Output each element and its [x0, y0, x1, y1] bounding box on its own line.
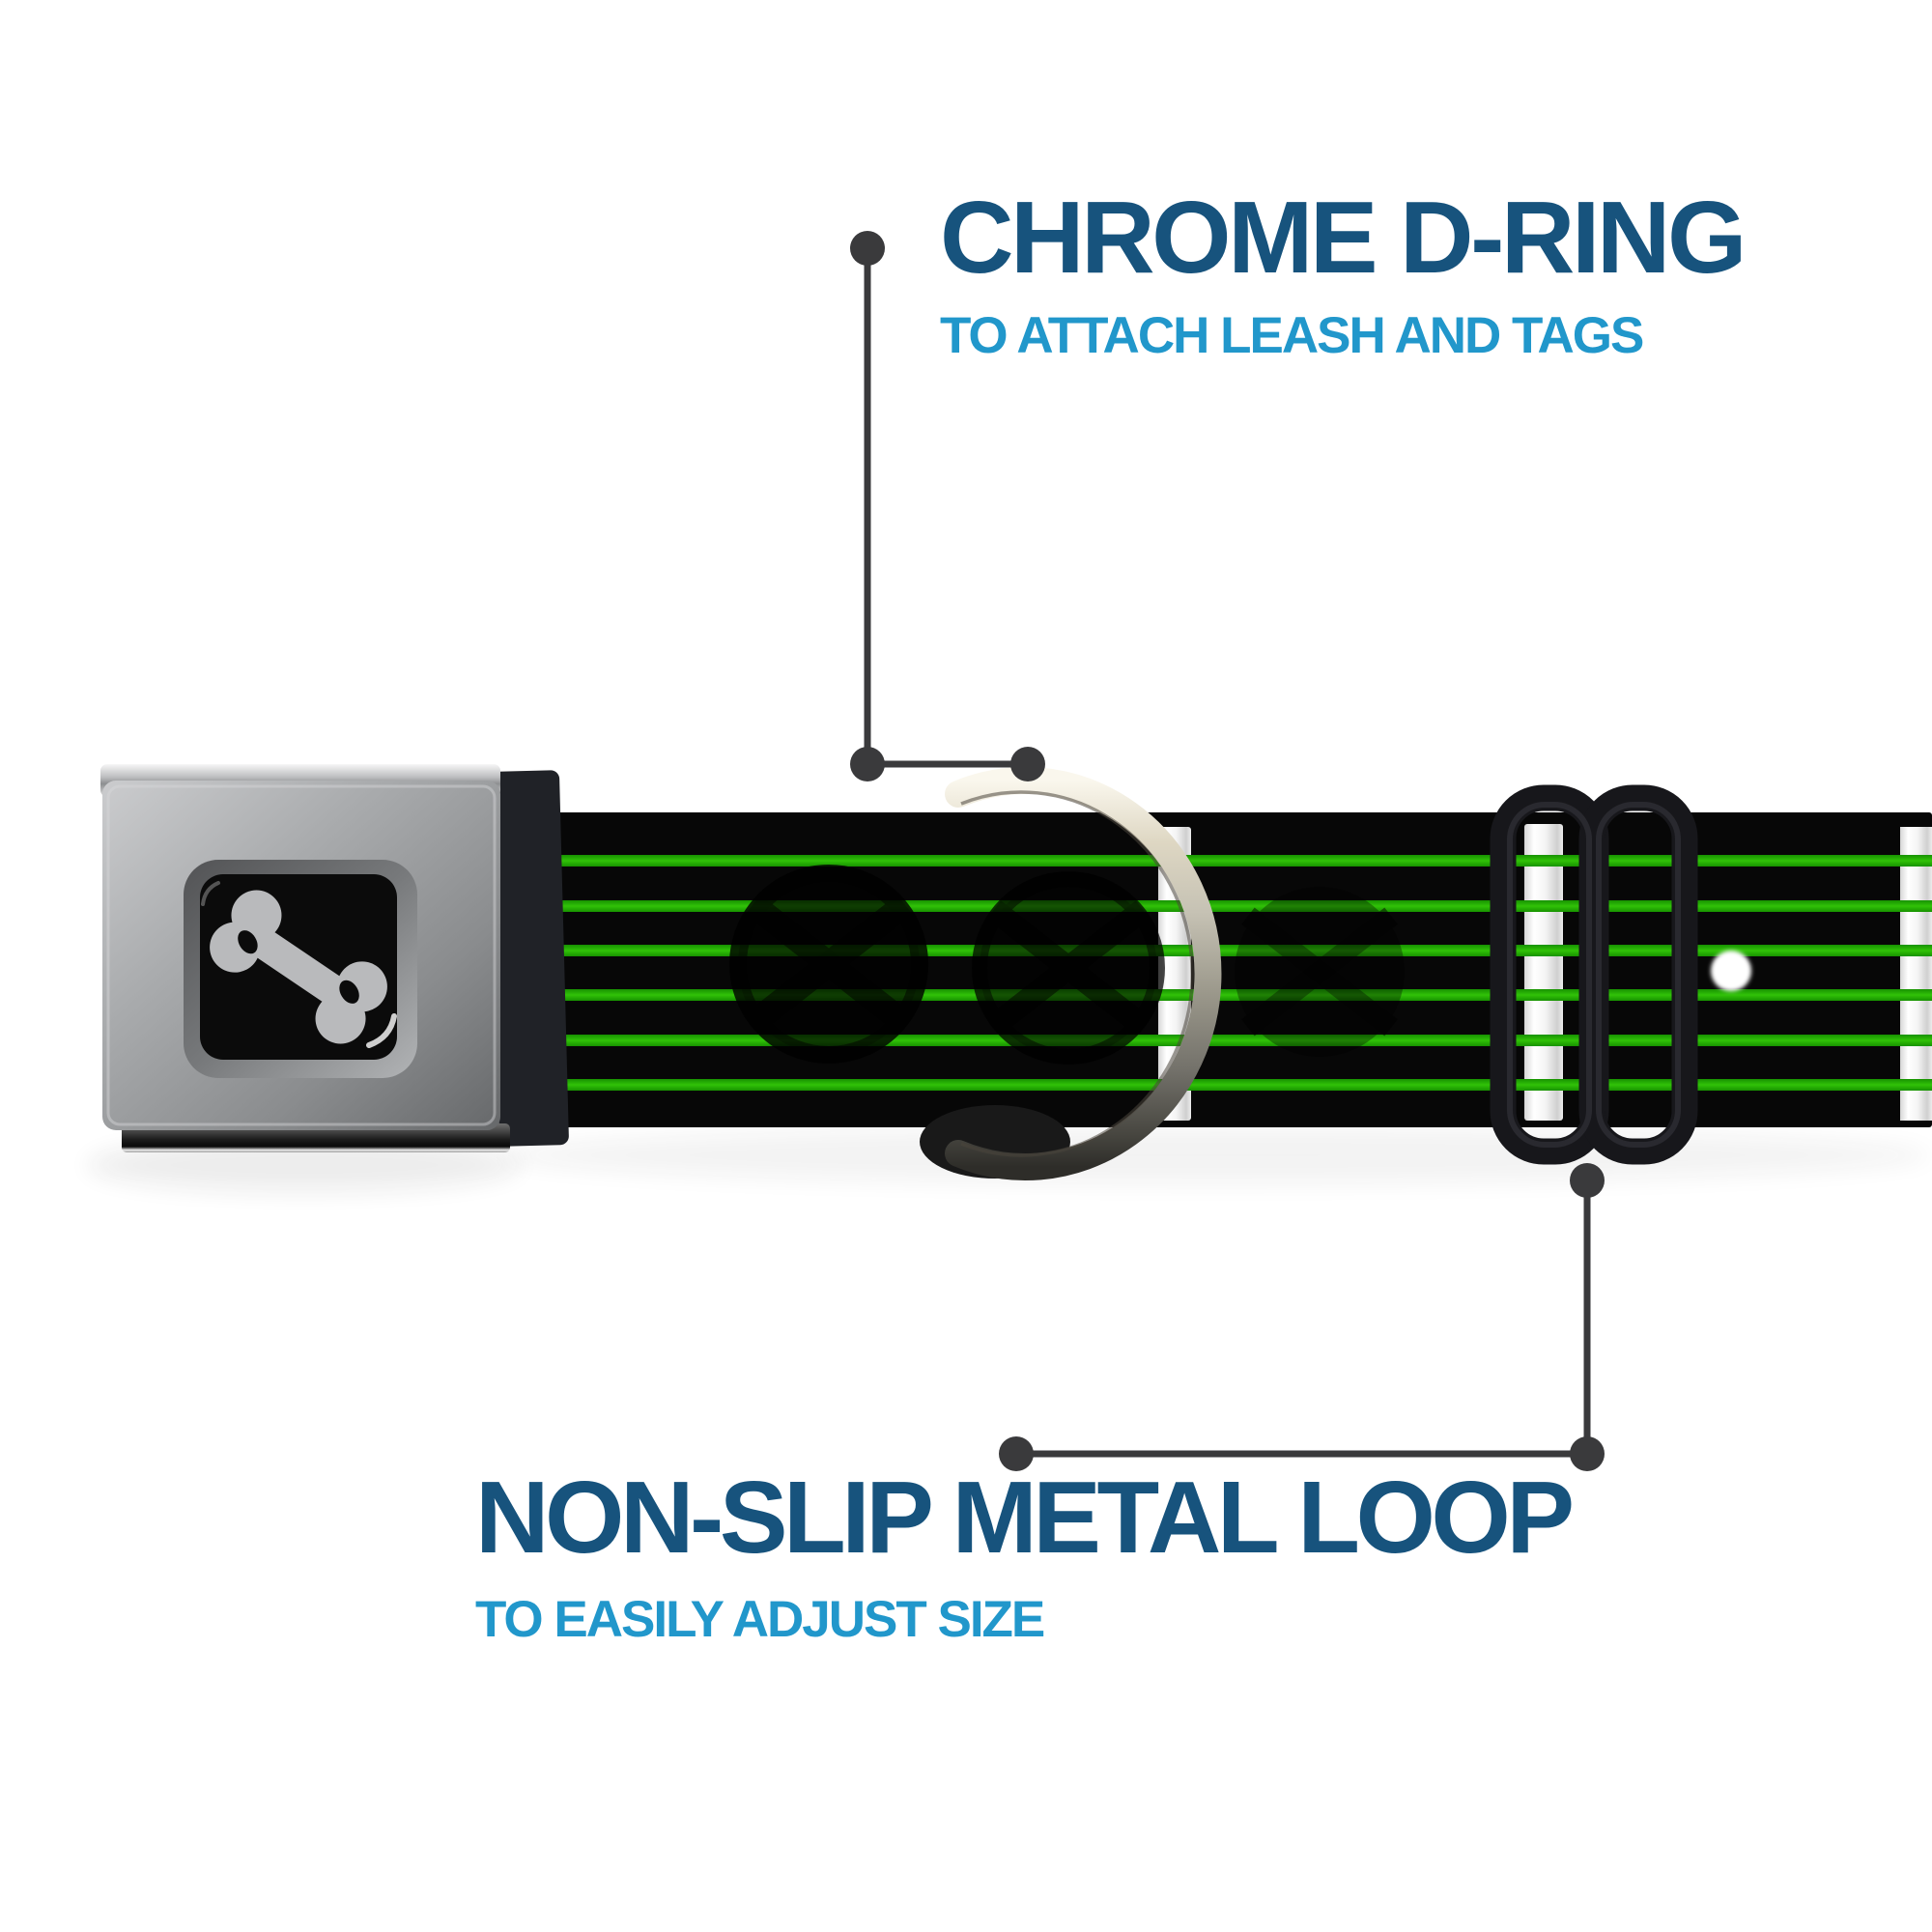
tile-gloss: [201, 881, 220, 906]
green-stripe: [510, 989, 1932, 1001]
bone-icon: [210, 890, 387, 1044]
callout-dot: [999, 1436, 1034, 1471]
chrome-d-ring: [945, 767, 1222, 1180]
d-ring-callout-connector: [850, 231, 1045, 781]
metal-loop-callout-connector: [999, 1163, 1605, 1471]
buckle-bevel: [106, 784, 497, 1126]
buckle-bottom-lip: [122, 1123, 510, 1152]
webbing-white-dot: [1711, 951, 1751, 991]
green-stripe: [510, 1079, 1932, 1091]
slider-right-loop: [1578, 784, 1698, 1165]
d-ring-callout-title: CHROME D-RING: [940, 181, 1747, 295]
slider-highlight: [1596, 802, 1681, 1148]
d-ring-reflection-line: [960, 790, 1194, 1157]
callout-dot: [1570, 1163, 1605, 1198]
webbing-dark-emblems: [729, 865, 1405, 1065]
seatbelt-buckle: [100, 764, 510, 1152]
green-stripe: [510, 900, 1932, 912]
metal-loop-callout-subtitle: TO EASILY ADJUST SIZE: [475, 1591, 1045, 1648]
tile-gloss: [366, 1013, 397, 1048]
slider-highlight: [1507, 802, 1592, 1148]
white-bar: [1524, 824, 1563, 1121]
callout-dot: [850, 231, 885, 266]
d-ring-callout-subtitle: TO ATTACH LEASH AND TAGS: [940, 307, 1644, 364]
buckle-latch: [490, 770, 569, 1147]
green-stripe: [510, 855, 1932, 867]
green-stripe: [510, 1035, 1932, 1046]
callout-dot: [1010, 747, 1045, 781]
d-ring-arc: [945, 767, 1222, 1180]
collar-shadow: [502, 1126, 1932, 1184]
callout-dot: [850, 747, 885, 781]
metal-loop-callout-title: NON-SLIP METAL LOOP: [475, 1461, 1575, 1575]
metal-loop-slider: [1490, 784, 1698, 1165]
callout-dot: [1570, 1436, 1605, 1471]
green-stripe: [510, 945, 1932, 956]
white-bar: [1900, 827, 1932, 1121]
